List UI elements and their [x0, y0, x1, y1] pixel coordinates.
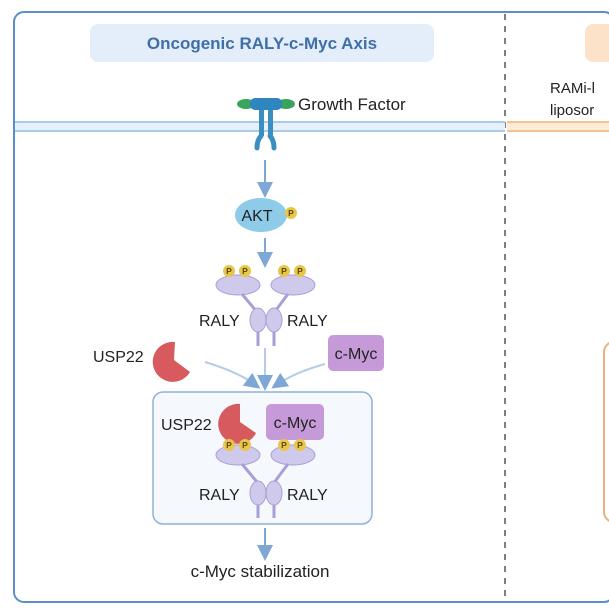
right-panel-text-2: liposor [550, 102, 594, 119]
phospho-label: P [242, 440, 248, 450]
right-membrane [507, 121, 609, 132]
right-panel-box [603, 342, 609, 522]
phospho-label: P [242, 266, 248, 276]
phospho-label: P [281, 266, 287, 276]
cmyc-complex-label: c-Myc [274, 415, 317, 432]
result-label: c-Myc stabilization [191, 562, 330, 581]
phospho-label: P [281, 440, 287, 450]
cmyc-node [328, 335, 384, 371]
complex-box [152, 391, 373, 525]
phospho-label: P [226, 440, 232, 450]
raly-label-right-top: RALY [287, 313, 328, 330]
cmyc-complex-node [266, 404, 324, 440]
raly-dimer-complex: P P P P [215, 439, 316, 518]
raly-label-right-complex: RALY [287, 487, 328, 504]
usp22-icon [152, 341, 190, 382]
usp22-complex-label: USP22 [161, 417, 212, 434]
raly-dimer-top: P P P P [215, 265, 316, 346]
right-panel-text-1: RAMi-l [550, 80, 595, 97]
usp22-in-complex-icon [218, 403, 256, 444]
raly-label-left-top: RALY [199, 313, 240, 330]
cmyc-label: c-Myc [335, 346, 378, 363]
akt-node: AKT P [235, 198, 297, 232]
left-panel-frame [13, 11, 609, 603]
panel-title: Oncogenic RALY-c-Myc Axis [147, 34, 377, 53]
akt-label: AKT [241, 208, 272, 225]
akt-phospho-label: P [288, 208, 294, 218]
raly-label-left-complex: RALY [199, 487, 240, 504]
growth-factor-receptor-icon [237, 98, 295, 151]
growth-factor-label: Growth Factor [298, 95, 406, 114]
phospho-label: P [226, 266, 232, 276]
usp22-label: USP22 [93, 349, 144, 366]
phospho-label: P [297, 266, 303, 276]
phospho-label: P [297, 440, 303, 450]
panel-title-box [90, 24, 434, 62]
right-panel-header [585, 24, 609, 62]
